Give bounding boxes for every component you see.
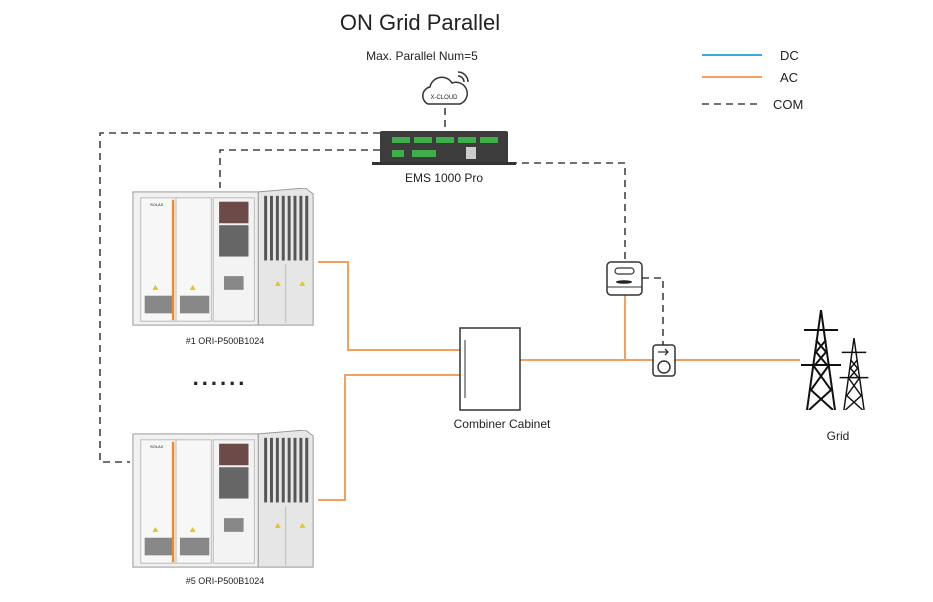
diagram-subtitle: Max. Parallel Num=5 <box>366 49 478 63</box>
combiner-label: Combiner Cabinet <box>454 417 551 431</box>
legend-dc-label: DC <box>780 48 799 63</box>
diagram-title: ON Grid Parallel <box>340 10 500 35</box>
cloud-label: X-CLOUD <box>430 95 458 101</box>
transmission-tower-icon <box>800 310 870 410</box>
ems-device: EMS 1000 Pro <box>372 131 516 185</box>
cloud-wifi-icon: X-CLOUD <box>422 71 469 105</box>
battery-cabinet-5: SOLAX #5 ORI-P500B1024 <box>131 430 315 586</box>
cabinet-5-brand: SOLAX <box>150 444 164 449</box>
more-cabinets-ellipsis: ...... <box>193 365 248 390</box>
ems-label: EMS 1000 Pro <box>405 171 483 185</box>
combiner-cabinet: Combiner Cabinet <box>454 327 551 431</box>
current-transformer-icon <box>652 344 676 377</box>
com-wiring <box>99 108 664 463</box>
legend-com-label: COM <box>773 97 803 112</box>
ac-wiring <box>318 261 800 501</box>
cabinet-5-label: #5 ORI-P500B1024 <box>186 576 265 586</box>
energy-meter-icon <box>606 261 643 296</box>
battery-cabinet-1: SOLAX #1 ORI-P500B1024 <box>131 188 315 346</box>
cabinet-1-label: #1 ORI-P500B1024 <box>186 336 265 346</box>
legend-ac-label: AC <box>780 70 798 85</box>
cabinet-1-brand: SOLAX <box>150 202 164 207</box>
legend: DC AC COM <box>702 48 803 112</box>
grid-label: Grid <box>827 429 850 443</box>
